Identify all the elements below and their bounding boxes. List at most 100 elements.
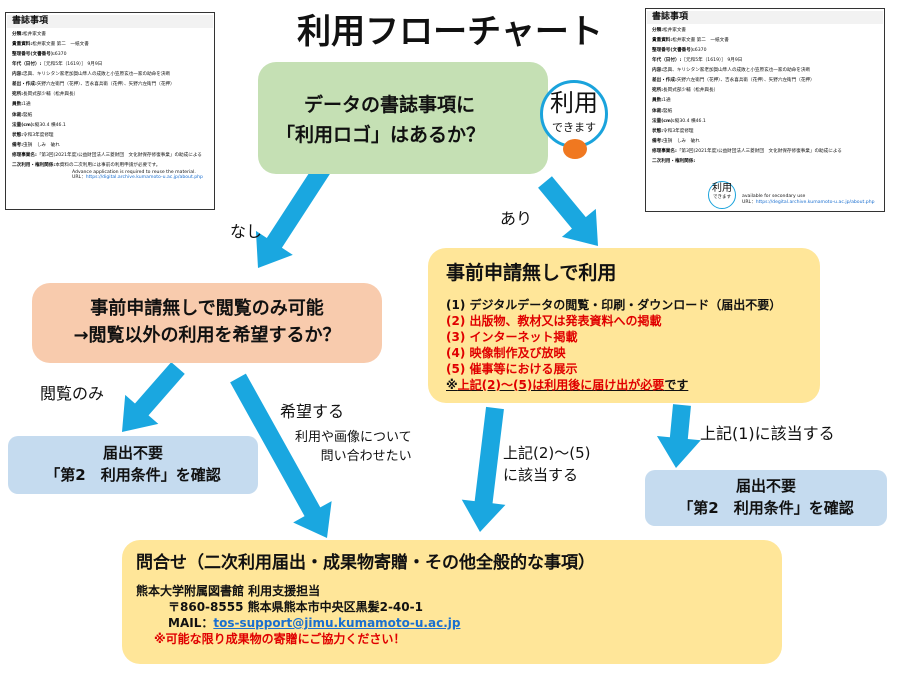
url-link[interactable]: https://degital.archive.kumamoto-u.ac.jp… [755, 199, 875, 205]
doc-row-value: 令和3年度修理 [663, 128, 694, 134]
item25-line2: に該当する [503, 466, 579, 484]
doc-row-value: 松井家文書 [23, 32, 47, 38]
doc-title: 書誌事項 [647, 11, 883, 25]
doc-row-key: 整理番号(文書番号): [652, 48, 695, 54]
use-item: (1) デジタルデータの閲覧・印刷・ダウンロード（届出不要） [446, 298, 782, 312]
use-box-title: 事前申請無しで利用 [446, 262, 617, 284]
doc-row-key: 分類: [12, 32, 24, 38]
doc-row-key: 年代（日付）: [12, 62, 42, 68]
logo-bottom: できます [552, 121, 596, 134]
doc-row: 差出・作成:矢野六左衛門（花押）、吉永喜兵衛（花押）、矢野六左衛門（花押） [12, 82, 208, 88]
doc-row-key: 修理事業名: [12, 152, 37, 158]
doc-row: 宛所:長岡式部少輔（松井興長） [652, 88, 878, 94]
doc-row-key: 内容: [652, 68, 664, 74]
doc-row: 法量(cm):縦30.4 横46.1 [652, 119, 878, 125]
label-yes: あり [500, 209, 533, 228]
doc-row-value: 長岡式部少輔（松井興長） [23, 92, 79, 98]
arrow-yes [538, 176, 598, 246]
doc-row: 修理事業名:「第3回(2021年度)公益財団法人三菱財団 文化財保存修復事業」の… [12, 153, 208, 159]
doc-row-value: 縦30.4 横46.1 [674, 118, 706, 124]
doc-row-value: 長岡式部少輔（松井興長） [663, 88, 719, 94]
doc-row-value: 忠興、キリシタン家老加賀山隼人の成敗と小笠原玄也一家の助命を決断 [23, 72, 171, 78]
doc-row: 員数:1通 [652, 98, 878, 104]
doc-row-value: 虫損 しみ 破れ [663, 138, 700, 144]
doc-row-key: 貴重資料: [12, 42, 33, 48]
doc-row-value: 「第3回(2021年度)公益財団法人三菱財団 文化財保存修復事業」の助成による [676, 148, 842, 154]
contact-box: 問合せ（二次利用届出・成果物寄贈・その他全般的な事項） 熊本大学附属図書館 利用… [122, 540, 782, 664]
doc-row-key: 状態: [652, 128, 664, 134]
doc-row-value: 「第3回(2021年度)公益財団法人三菱財団 文化財保存修復事業」の助成による [36, 152, 202, 158]
doc-row-value: 6370 [54, 52, 67, 58]
doc-row-key: 内容: [12, 72, 24, 78]
label-no: なし [230, 222, 263, 241]
view-line2: →閲覧以外の利用を希望するか？ [73, 325, 341, 346]
want-note2: 問い合わせたい [320, 449, 412, 464]
use-logo: 利用 できます [540, 80, 608, 159]
available-text: available for secondary use [742, 194, 806, 199]
no-notice-line2: 「第2 利用条件」を確認 [678, 499, 854, 517]
doc-row-key: 差出・作成: [12, 82, 37, 88]
doc-row-key: 員数: [652, 98, 664, 104]
doc-row-value: 松井家文書 [663, 28, 687, 34]
doc-row: 備考:虫損 しみ 破れ [12, 143, 208, 149]
logo-top: 利用 [550, 89, 598, 117]
bibliography-sample-with-logo: 書誌事項 分類:松井家文書貴重資料:松井家文書 第二 一紙文書整理番号(文書番号… [645, 8, 885, 212]
url-link[interactable]: https://digital.archive.kumamoto-u.ac.jp… [85, 175, 203, 181]
doc-row-value: ［元和5年（1619）］ 9月9日 [681, 58, 743, 64]
doc-row-key: 備考: [652, 138, 664, 144]
arrow-no [255, 160, 333, 268]
doc-row: 分類:松井家文書 [12, 32, 208, 38]
doc-row-key: 備考: [12, 142, 24, 148]
doc-row-value: 1通 [23, 102, 31, 108]
question-box: データの書誌事項に 「利用ロゴ」はあるか？ [258, 62, 548, 174]
mail-label: MAIL： [168, 616, 214, 630]
doc-row: 貴重資料:松井家文書 第二 一紙文書 [12, 42, 208, 48]
rights-en: Advance application is required to reuse… [72, 169, 196, 175]
doc-row-value: 松井家文書 第二 一紙文書 [672, 38, 729, 44]
arrow-item-1 [656, 404, 701, 468]
doc-row: 分類:松井家文書 [652, 28, 878, 34]
doc-row-value: 忠興、キリシタン家老加賀山隼人の成敗と小笠原玄也一家の助命を決断 [663, 68, 811, 74]
doc-row-key: 状態: [12, 132, 24, 138]
doc-row-key: 体裁: [652, 108, 664, 114]
want-note1: 利用や画像について [295, 430, 412, 445]
no-notice-line2: 「第2 利用条件」を確認 [45, 466, 221, 484]
no-notice-line1: 届出不要 [102, 444, 163, 462]
doc-row-value: 竪紙 [23, 112, 33, 118]
doc-row-value: 令和3年度修理 [23, 132, 54, 138]
doc-row-value: ［元和5年（1619）］ 9月9日 [41, 62, 103, 68]
doc-row: 体裁:竪紙 [12, 113, 208, 119]
doc-row-value: 1通 [663, 98, 671, 104]
doc-row-value: 松井家文書 第二 一紙文書 [32, 42, 89, 48]
use-item: (5) 催事等における展示 [446, 362, 578, 376]
bibliography-sample-no-logo: 書誌事項 分類:松井家文書貴重資料:松井家文書 第二 一紙文書整理番号(文書番号… [5, 12, 215, 210]
logo-bottom: できます [713, 195, 731, 200]
doc-row: 状態:令和3年度修理 [12, 133, 208, 139]
contact-org: 熊本大学附属図書館 利用支援担当 [136, 584, 321, 598]
item25-line1: 上記(2)～(5) [503, 444, 591, 462]
doc-row: 差出・作成:矢野六左衛門（花押）、吉永喜兵衛（花押）、矢野六左衛門（花押） [652, 78, 878, 84]
doc-row-value: 矢野六左衛門（花押）、吉永喜兵衛（花押）、矢野六左衛門（花押） [36, 82, 175, 88]
arrow-view-only [122, 362, 185, 432]
rights-jp: 本資料の二次利用には事前の利用申請が必要です。 [55, 162, 161, 168]
label-items-2-5: 上記(2)～(5) に該当する [503, 442, 591, 486]
rights-key: 二次利用・権利関係: [12, 162, 56, 168]
doc-row-key: 貴重資料: [652, 38, 673, 44]
arrow-items-2-5 [461, 406, 506, 532]
arrow-want [230, 373, 332, 538]
use-item: (3) インターネット掲載 [446, 330, 578, 344]
doc-row-key: 員数: [12, 102, 24, 108]
use-item: (4) 映像制作及び放映 [446, 346, 566, 360]
doc-row: 整理番号(文書番号):6370 [12, 52, 208, 58]
mail-link[interactable]: tos-support@jimu.kumamoto-u.ac.jp [213, 616, 461, 630]
doc-row: 状態:令和3年度修理 [652, 129, 878, 135]
doc-row-value: 6370 [694, 48, 707, 54]
doc-row: 整理番号(文書番号):6370 [652, 48, 878, 54]
doc-row-key: 分類: [652, 28, 664, 34]
view-line1: 事前申請無しで閲覧のみ可能 [90, 298, 324, 319]
no-notice-box-left: 届出不要 「第2 利用条件」を確認 [8, 436, 258, 494]
use-without-application-box: 事前申請無しで利用 (1) デジタルデータの閲覧・印刷・ダウンロード（届出不要）… [428, 248, 820, 403]
note-mark: ※ [446, 378, 458, 392]
label-view-only: 閲覧のみ [40, 384, 105, 403]
